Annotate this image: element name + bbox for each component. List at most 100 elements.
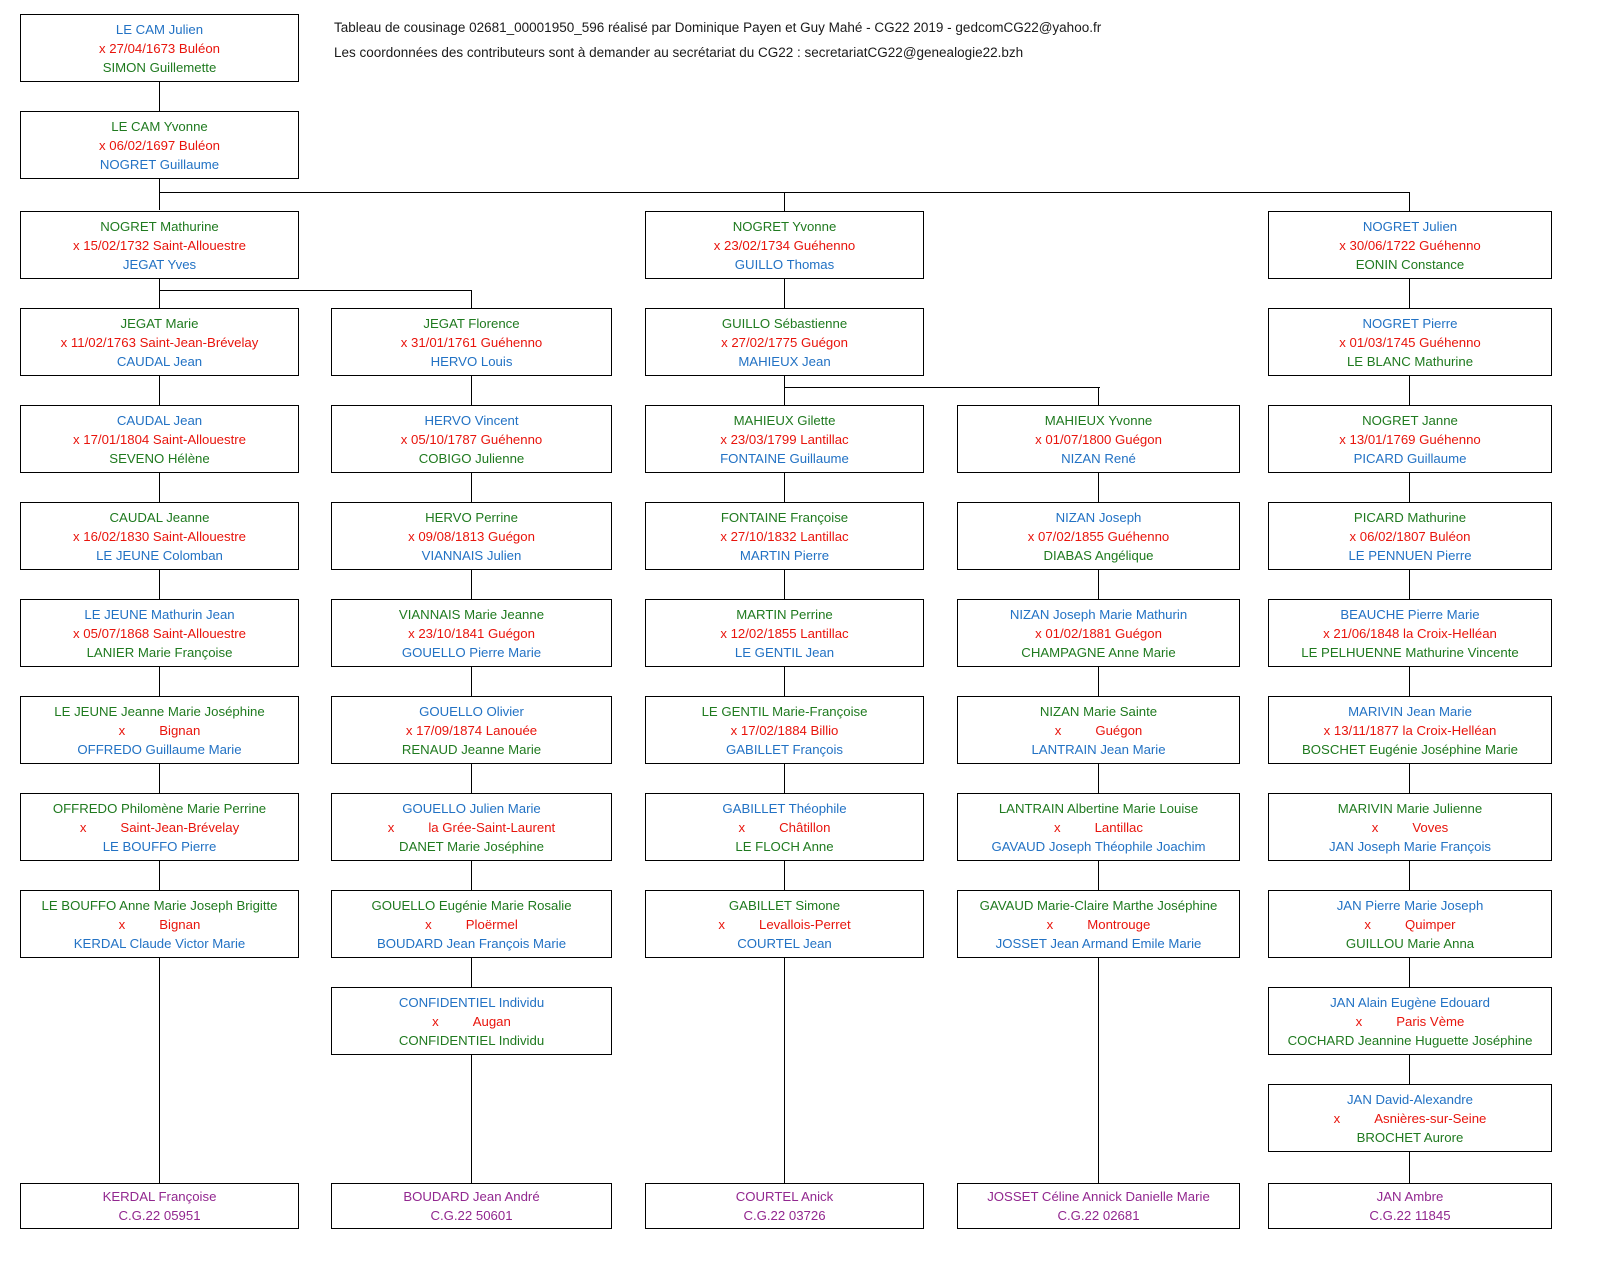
spouse-name: NIZAN René	[1061, 450, 1136, 466]
person-box[interactable]: PICARD Mathurine x 06/02/1807 Buléon LE …	[1268, 502, 1552, 570]
union-info: x 17/09/1874 Lanouée	[405, 722, 538, 738]
union-info: x 31/01/1761 Guéhenno	[400, 334, 543, 350]
person-box[interactable]: GOUELLO Olivier x 17/09/1874 Lanouée REN…	[331, 696, 612, 764]
spouse-name: LE BLANC Mathurine	[1346, 353, 1474, 369]
connector	[1409, 1150, 1410, 1183]
connector	[1409, 956, 1410, 987]
person-box[interactable]: LE GENTIL Marie-Françoise x 17/02/1884 B…	[645, 696, 924, 764]
person-box[interactable]: GUILLO Sébastienne x 27/02/1775 Guégon M…	[645, 308, 924, 376]
person-name: GUILLO Sébastienne	[721, 315, 848, 331]
person-box[interactable]: JEGAT Marie x 11/02/1763 Saint-Jean-Brév…	[20, 308, 299, 376]
descendant-ref: C.G.22 50601	[430, 1208, 513, 1223]
person-box[interactable]: CAUDAL Jean x 17/01/1804 Saint-Allouestr…	[20, 405, 299, 473]
person-box[interactable]: CAUDAL Jeanne x 16/02/1830 Saint-Alloues…	[20, 502, 299, 570]
person-name: HERVO Perrine	[425, 509, 518, 525]
connector	[784, 859, 785, 890]
person-box[interactable]: NIZAN Joseph x 07/02/1855 Guéhenno DIABA…	[957, 502, 1240, 570]
person-box[interactable]: VIANNAIS Marie Jeanne x 23/10/1841 Guégo…	[331, 599, 612, 667]
descendant-box[interactable]: KERDAL Françoise C.G.22 05951	[20, 1183, 299, 1229]
person-name: VIANNAIS Marie Jeanne	[398, 606, 545, 622]
connector	[1409, 665, 1410, 696]
person-box[interactable]: NOGRET Mathurine x 15/02/1732 Saint-Allo…	[20, 211, 299, 279]
person-name: NOGRET Mathurine	[100, 218, 219, 234]
person-box[interactable]: MAHIEUX Gilette x 23/03/1799 Lantillac F…	[645, 405, 924, 473]
spouse-name: EONIN Constance	[1355, 256, 1465, 272]
spouse-name: FONTAINE Guillaume	[720, 450, 849, 466]
spouse-name: VIANNAIS Julien	[421, 547, 522, 563]
spouse-name: BOSCHET Eugénie Joséphine Marie	[1302, 741, 1518, 757]
connector	[159, 568, 160, 599]
connector	[159, 471, 160, 502]
person-name: GABILLET Théophile	[722, 800, 847, 816]
descendant-box[interactable]: JOSSET Céline Annick Danielle Marie C.G.…	[957, 1183, 1240, 1229]
spouse-name: GOUELLO Pierre Marie	[401, 644, 542, 660]
connector	[1409, 192, 1410, 211]
person-name: NOGRET Janne	[1362, 412, 1458, 428]
person-box[interactable]: LE JEUNE Mathurin Jean x 05/07/1868 Sain…	[20, 599, 299, 667]
spouse-name: GABILLET François	[725, 741, 844, 757]
union-info: x 13/01/1769 Guéhenno	[1339, 431, 1481, 447]
person-name: MARIVIN Marie Julienne	[1337, 800, 1483, 816]
descendant-ref: C.G.22 11845	[1369, 1208, 1451, 1223]
person-box[interactable]: MARIVIN Jean Marie x 13/11/1877 la Croix…	[1268, 696, 1552, 764]
spouse-name: LE PELHUENNE Mathurine Vincente	[1301, 644, 1519, 660]
person-box[interactable]: FONTAINE Françoise x 27/10/1832 Lantilla…	[645, 502, 924, 570]
union-info: x 17/01/1804 Saint-Allouestre	[72, 431, 246, 447]
person-name: JEGAT Marie	[120, 315, 199, 331]
person-name: FONTAINE Françoise	[720, 509, 849, 525]
descendant-name: BOUDARD Jean André	[403, 1189, 540, 1204]
union-info: x 13/11/1877 la Croix-Helléan	[1323, 722, 1497, 738]
connector	[1409, 277, 1410, 308]
union-info: x 01/07/1800 Guégon	[1035, 431, 1162, 447]
connector	[1409, 762, 1410, 793]
person-name: NIZAN Marie Sainte	[1039, 703, 1158, 719]
person-box[interactable]: MARTIN Perrine x 12/02/1855 Lantillac LE…	[645, 599, 924, 667]
union-info: x 15/02/1732 Saint-Allouestre	[72, 237, 246, 253]
person-box[interactable]: MAHIEUX Yvonne x 01/07/1800 Guégon NIZAN…	[957, 405, 1240, 473]
person-box[interactable]: HERVO Vincent x 05/10/1787 Guéhenno COBI…	[331, 405, 612, 473]
person-box[interactable]: NIZAN Joseph Marie Mathurin x 01/02/1881…	[957, 599, 1240, 667]
person-box[interactable]: NOGRET Julien x 30/06/1722 Guéhenno EONI…	[1268, 211, 1552, 279]
descendant-name: JOSSET Céline Annick Danielle Marie	[987, 1189, 1210, 1204]
connector	[784, 762, 785, 793]
person-box[interactable]: JEGAT Florence x 31/01/1761 Guéhenno HER…	[331, 308, 612, 376]
person-box[interactable]: LE CAM Yvonne x 06/02/1697 Buléon NOGRET…	[20, 111, 299, 179]
person-box[interactable]: NOGRET Janne x 13/01/1769 Guéhenno PICAR…	[1268, 405, 1552, 473]
person-box[interactable]: LE CAM Julien x 27/04/1673 Buléon SIMON …	[20, 14, 299, 82]
spouse-name: SIMON Guillemette	[102, 59, 217, 75]
union-info: x 16/02/1830 Saint-Allouestre	[72, 528, 246, 544]
connector	[159, 178, 160, 210]
person-name: LE JEUNE Mathurin Jean	[84, 606, 235, 622]
connector	[784, 956, 785, 1183]
connector	[471, 859, 472, 890]
connector	[159, 859, 160, 890]
person-box[interactable]: BEAUCHE Pierre Marie x 21/06/1848 la Cro…	[1268, 599, 1552, 667]
descendant-ref: C.G.22 03726	[743, 1208, 826, 1223]
descendant-box[interactable]: COURTEL Anick C.G.22 03726	[645, 1183, 924, 1229]
connector	[1098, 956, 1099, 1183]
person-box[interactable]: HERVO Perrine x 09/08/1813 Guégon VIANNA…	[331, 502, 612, 570]
person-box[interactable]: NOGRET Pierre x 01/03/1745 Guéhenno LE B…	[1268, 308, 1552, 376]
descendant-box[interactable]: BOUDARD Jean André C.G.22 50601	[331, 1183, 612, 1229]
descendant-box[interactable]: JAN Ambre C.G.22 11845	[1268, 1183, 1552, 1229]
person-box[interactable]: NOGRET Yvonne x 23/02/1734 Guéhenno GUIL…	[645, 211, 924, 279]
person-name: JAN Alain Eugène Edouard	[1330, 994, 1490, 1010]
